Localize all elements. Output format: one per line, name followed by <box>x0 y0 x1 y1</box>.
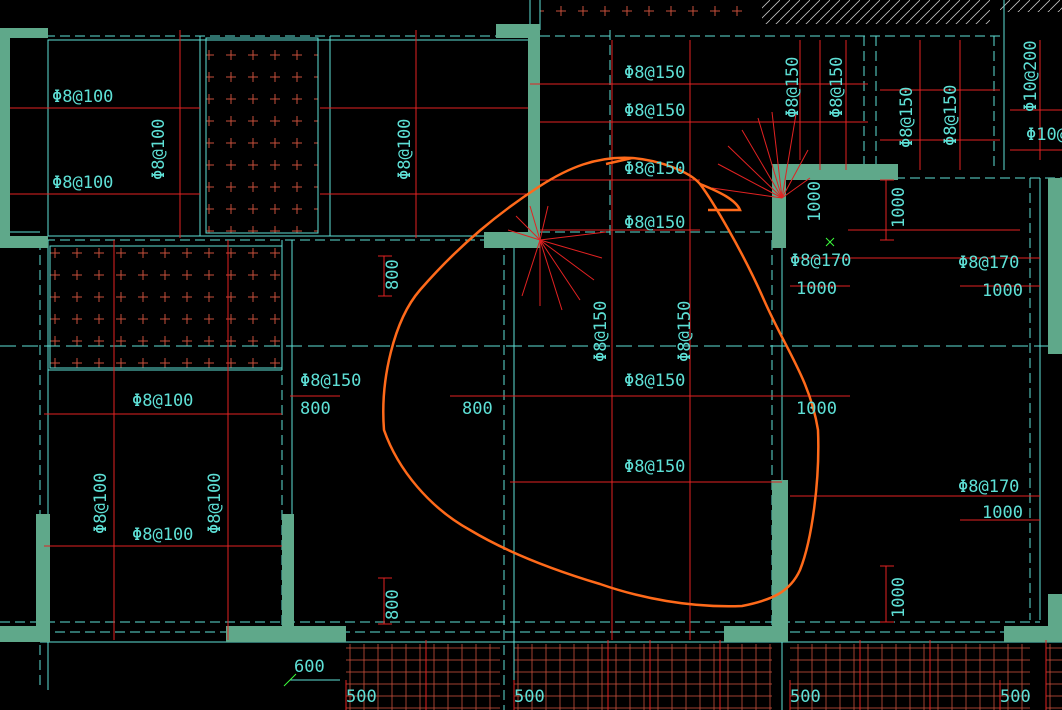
label-mid-v1: Φ8@150 <box>591 301 611 362</box>
hatch-top-far-right-diag <box>1000 0 1062 12</box>
tile-bottom-2 <box>514 644 772 710</box>
label-top-left-v1: Φ8@100 <box>149 119 169 180</box>
dim-600: 600 <box>294 657 325 677</box>
dim-1000-d: 1000 <box>982 503 1023 523</box>
dim-1000-v3: 1000 <box>889 577 909 618</box>
label-mid-v2: Φ8@150 <box>675 301 695 362</box>
tile-bottom-1 <box>346 644 500 710</box>
orange-markup-loop <box>382 156 820 608</box>
dim-800-a: 800 <box>462 399 493 419</box>
label-left-low-v2: Φ8@100 <box>205 473 225 534</box>
label-left-low-v1: Φ8@100 <box>91 473 111 534</box>
tick-markers <box>283 237 835 687</box>
label-far-right-v1: Φ10@200 <box>1021 40 1041 112</box>
markup <box>382 156 820 608</box>
label-top-right-v2: Φ8@150 <box>827 57 847 118</box>
label-top-mid-h1: Φ8@150 <box>624 63 685 83</box>
label-right-h3: Φ8@170 <box>958 477 1019 497</box>
rebar-lines <box>10 30 1062 710</box>
label-top-mid-h4: Φ8@150 <box>624 213 685 233</box>
label-right-h2: Φ8@170 <box>958 253 1019 273</box>
dim-1000-b: 1000 <box>982 281 1023 301</box>
label-mid-h2: Φ8@150 <box>624 457 685 477</box>
hatch-top-left-room <box>205 37 319 234</box>
label-top-right-v1: Φ8@150 <box>783 57 803 118</box>
label-top-right-v3: Φ8@150 <box>897 87 917 148</box>
dim-500-c: 500 <box>790 687 821 707</box>
label-right-h1: Φ8@170 <box>790 251 851 271</box>
dim-1000-c: 1000 <box>796 399 837 419</box>
tile-bottom-4 <box>1046 644 1062 710</box>
walls <box>0 24 1062 642</box>
hatch-top-right-diag <box>762 0 990 24</box>
dim-500-a: 500 <box>346 687 377 707</box>
label-top-mid-h2: Φ8@150 <box>624 101 685 121</box>
tile-bottom-3 <box>790 644 1030 710</box>
hatch-left-room <box>49 245 283 369</box>
stair-fan-left <box>507 205 607 311</box>
annotations: Φ8@100 Φ8@100 Φ8@100 Φ8@100 Φ8@150 Φ8@15… <box>52 40 1062 707</box>
dim-500-b: 500 <box>514 687 545 707</box>
dim-1000-v1: 1000 <box>805 181 825 222</box>
dim-800-v1: 800 <box>383 259 403 290</box>
stair-fan-right <box>711 111 811 199</box>
label-left-mid-h: Φ8@150 <box>300 371 361 391</box>
dim-1000-v2: 1000 <box>889 187 909 228</box>
dim-500-d: 500 <box>1000 687 1031 707</box>
label-mid-h1: Φ8@150 <box>624 371 685 391</box>
orange-markup-tail <box>699 182 742 212</box>
dim-1000-a: 1000 <box>796 279 837 299</box>
hatch-areas <box>49 0 1062 710</box>
label-left-low-h1: Φ8@100 <box>132 391 193 411</box>
dimension-brackets <box>378 179 894 625</box>
hatch-top-strip <box>540 0 746 24</box>
dim-800-v2: 800 <box>383 589 403 620</box>
label-top-left-h2: Φ8@100 <box>52 173 113 193</box>
label-left-low-h2: Φ8@100 <box>132 525 193 545</box>
label-top-mid-h3: Φ8@150 <box>624 159 685 179</box>
label-top-left-h1: Φ8@100 <box>52 87 113 107</box>
label-far-right-v2: Φ10@ <box>1026 125 1062 145</box>
label-top-left-v2: Φ8@100 <box>395 119 415 180</box>
dim-800-b: 800 <box>300 399 331 419</box>
label-top-right-v4: Φ8@150 <box>941 85 961 146</box>
